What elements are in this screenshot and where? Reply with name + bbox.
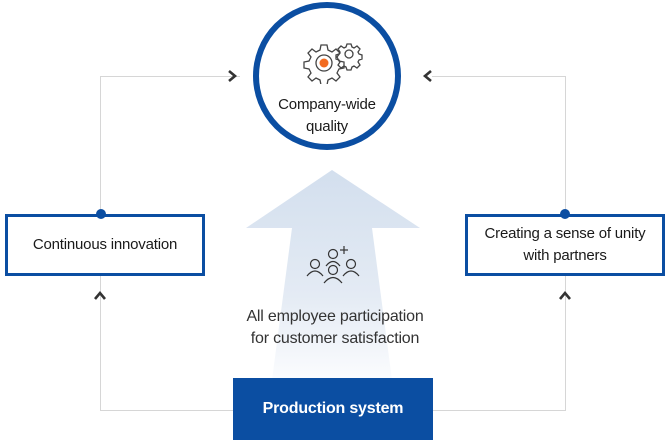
center-label-line1: Company-wide [278, 96, 376, 113]
connector-right-top [432, 76, 566, 77]
middle-label-line2: for customer satisfaction [250, 330, 420, 347]
people-group-icon [306, 246, 360, 284]
production-system-label: Production system [262, 400, 404, 417]
center-label-line2: quality [306, 118, 348, 135]
continuous-innovation-box: Continuous innovation [5, 214, 205, 276]
unity-with-partners-box: Creating a sense of unity with partners [465, 214, 665, 276]
chevron-up-icon [559, 290, 571, 300]
connector-bottom-left [100, 410, 235, 411]
connector-bottom-right [432, 410, 566, 411]
chevron-right-icon [228, 70, 238, 82]
chevron-left-icon [422, 70, 432, 82]
all-employee-participation-label: All employee participation for customer … [200, 306, 470, 350]
connector-dot [560, 209, 570, 219]
connector-dot [96, 209, 106, 219]
production-system-box: Production system [233, 378, 433, 440]
company-wide-quality-circle: Company-wide quality [253, 2, 401, 150]
middle-label-line1: All employee participation [246, 308, 424, 325]
continuous-innovation-label: Continuous innovation [32, 236, 178, 253]
connector-left-top [100, 76, 240, 77]
unity-label-line1: Creating a sense of unity [484, 225, 646, 242]
company-wide-quality-label: Company-wide quality [259, 94, 395, 138]
gears-icon [303, 43, 363, 84]
unity-label-line2: with partners [523, 247, 607, 264]
chevron-up-icon [94, 290, 106, 300]
